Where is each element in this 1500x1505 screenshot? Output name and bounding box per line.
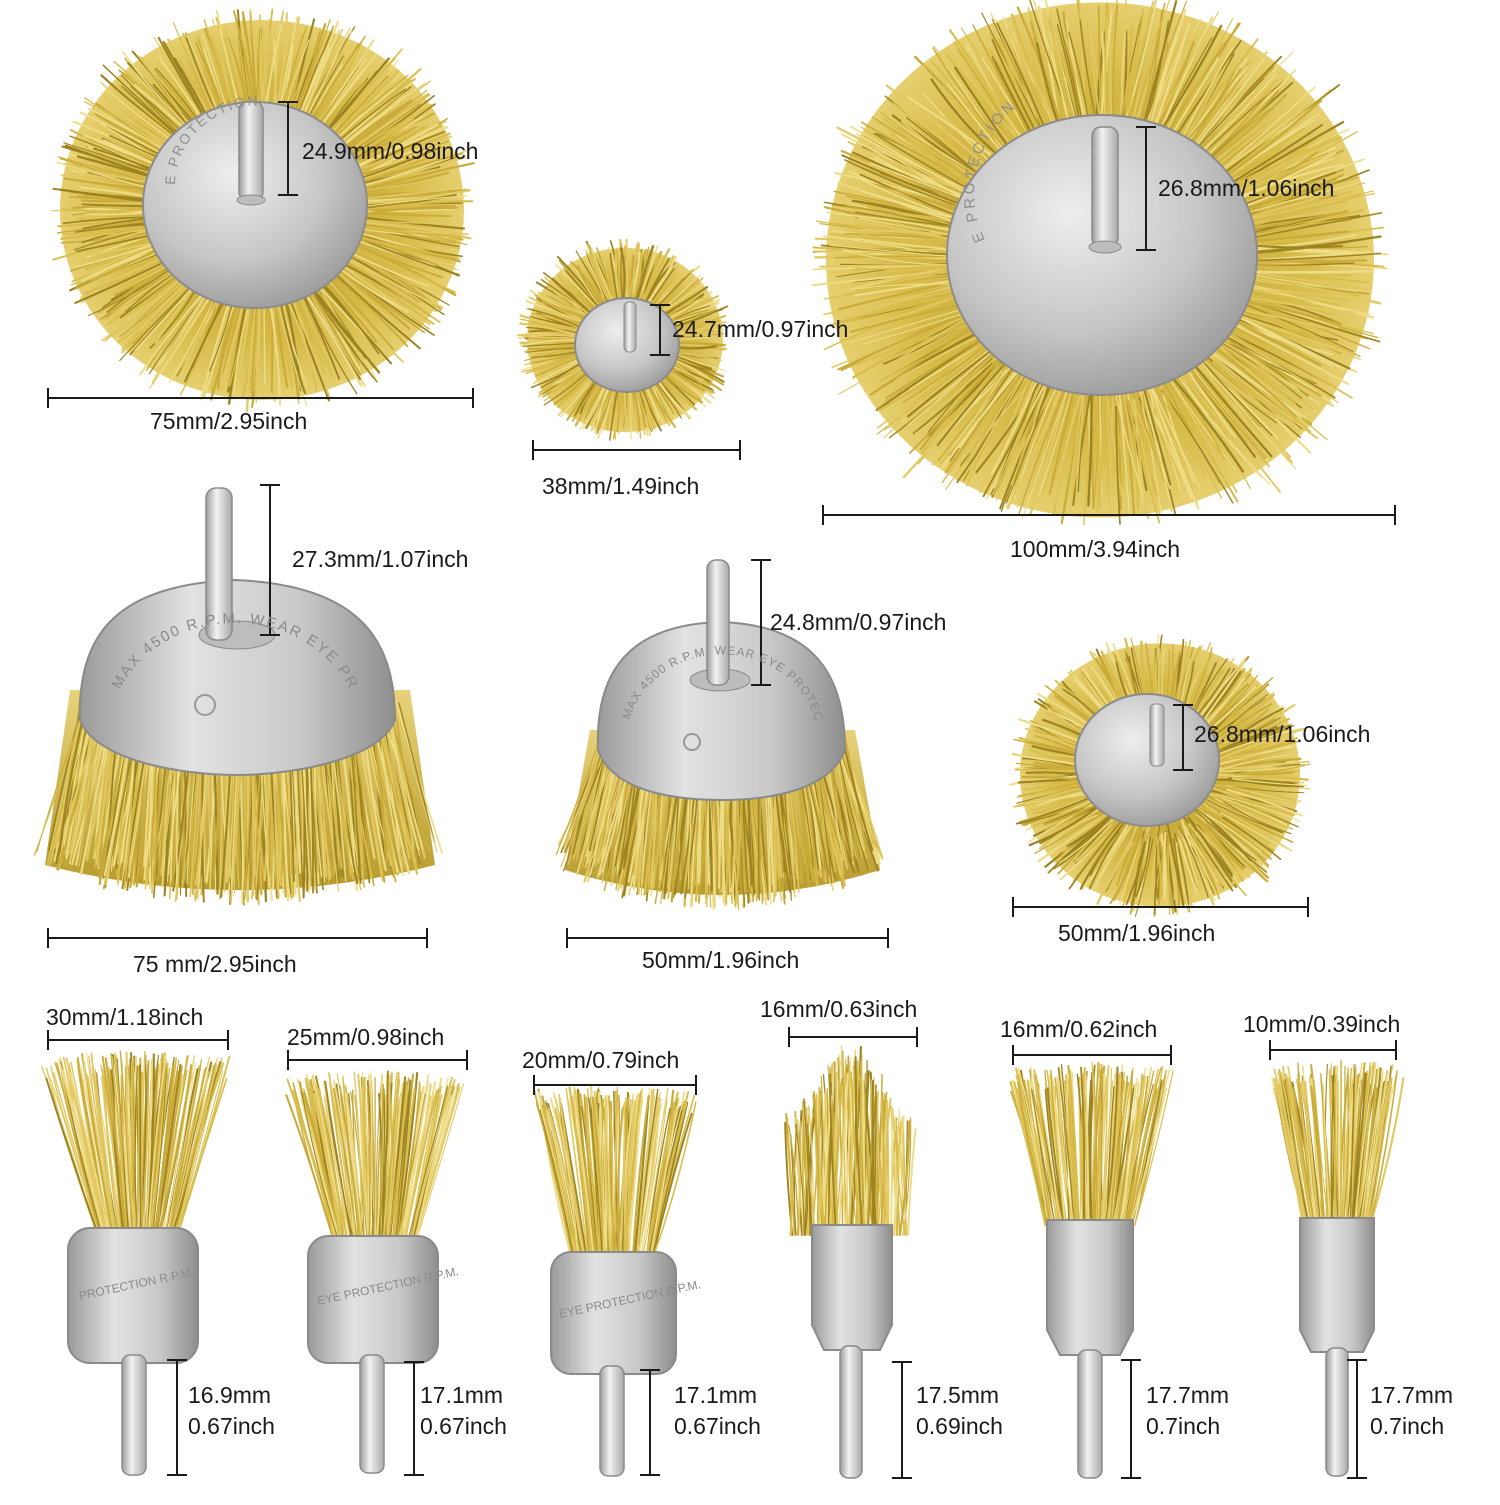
shank-label-wheel-75: 24.9mm/0.98inch: [302, 138, 479, 164]
end-brush-25: [285, 1070, 465, 1474]
shank-line-cup-75: [260, 484, 280, 636]
diameter-label-wheel-50: 50mm/1.96inch: [1058, 920, 1216, 946]
wheel-brush-38: [516, 238, 729, 441]
shank-label-cup-75: 27.3mm/1.07inch: [292, 546, 469, 572]
diameter-label-end-20: 20mm/0.79inch: [522, 1047, 680, 1073]
end-brush-shaft: [599, 1365, 625, 1477]
wire-bristles: [784, 1044, 917, 1237]
shank-line-end-10: [1347, 1359, 1367, 1479]
shank-line-end-20: [640, 1369, 660, 1476]
shank-line-end-16: [1121, 1359, 1141, 1479]
dimension-line-end-16: [1012, 1045, 1172, 1065]
wire-bristles: [534, 1085, 697, 1257]
end-brush-shaft: [839, 1345, 863, 1479]
shank-label-wheel-38: 24.7mm/0.97inch: [672, 316, 849, 342]
diameter-label-end-16-pointed: 16mm/0.63inch: [760, 996, 918, 1022]
shank-line-cup-50: [751, 559, 771, 686]
end-brush-shaft: [121, 1354, 147, 1476]
wheel-brush-100: [811, 0, 1389, 526]
diameter-label-end-30: 30mm/1.18inch: [46, 1004, 204, 1030]
end-brush-shaft: [1325, 1347, 1349, 1477]
shank-inch-end-20: 0.67inch: [674, 1413, 761, 1439]
diameter-label-end-16: 16mm/0.62inch: [1000, 1016, 1158, 1042]
end-brush-20: [534, 1085, 697, 1477]
dimension-line-end-30: [47, 1030, 229, 1050]
shank-label-wheel-100: 26.8mm/1.06inch: [1158, 175, 1335, 201]
end-brush-body: [811, 1224, 893, 1351]
shank-line-end-16-pointed: [892, 1361, 912, 1479]
wire-bristles: [1009, 1061, 1174, 1227]
diameter-label-wheel-100: 100mm/3.94inch: [1010, 536, 1181, 562]
end-brush-10: [1271, 1060, 1405, 1477]
end-brush-body: [1299, 1217, 1375, 1353]
cup-brush-50: [555, 559, 884, 911]
shank-line-end-25: [404, 1361, 424, 1476]
shank-line-wheel-38: [650, 304, 670, 356]
shank-inch-end-16: 0.7inch: [1146, 1413, 1221, 1439]
shank-label-end-25: 17.1mm 0.67inch: [420, 1380, 507, 1442]
dimension-line-end-16-pointed: [788, 1027, 918, 1047]
shank-label-cup-50: 24.8mm/0.97inch: [770, 609, 947, 635]
wheel-shaft: [1091, 126, 1119, 248]
dimension-line-wheel-50: [1012, 897, 1309, 917]
end-brush-shaft: [359, 1354, 385, 1474]
wheel-shaft: [238, 101, 264, 201]
shank-line-wheel-50: [1173, 704, 1193, 771]
shank-mm-end-20: 17.1mm: [674, 1382, 758, 1408]
end-brush-16: [1009, 1061, 1174, 1479]
shank-mm-end-10: 17.7mm: [1370, 1382, 1454, 1408]
shank-inch-end-25: 0.67inch: [420, 1413, 507, 1439]
wheel-hub: [946, 114, 1258, 396]
end-brush-body: [1046, 1219, 1134, 1356]
diameter-label-end-10: 10mm/0.39inch: [1243, 1011, 1401, 1037]
shank-line-end-30: [167, 1359, 187, 1476]
shank-label-end-20: 17.1mm 0.67inch: [674, 1380, 761, 1442]
shank-line-wheel-75: [278, 101, 298, 196]
dimension-line-cup-50: [566, 928, 889, 948]
dimension-line-end-25: [287, 1050, 468, 1070]
shank-label-end-16-pointed: 17.5mm 0.69inch: [916, 1380, 1003, 1442]
wheel-hub: [1074, 693, 1220, 827]
cup-body: [596, 620, 847, 802]
shank-inch-end-16-pointed: 0.69inch: [916, 1413, 1003, 1439]
end-brush-30: [40, 1050, 231, 1476]
shank-label-end-10: 17.7mm 0.7inch: [1370, 1380, 1453, 1442]
cup-shaft: [205, 487, 233, 641]
dimension-line-wheel-38: [532, 440, 741, 460]
diameter-label-wheel-38: 38mm/1.49inch: [542, 473, 700, 499]
shank-mm-end-16: 17.7mm: [1146, 1382, 1230, 1408]
dimension-line-wheel-100: [822, 505, 1396, 525]
dimension-line-end-10: [1269, 1040, 1397, 1060]
dimension-line-wheel-75: [47, 388, 474, 408]
wheel-shaft: [623, 301, 637, 353]
diameter-label-cup-50: 50mm/1.96inch: [642, 947, 800, 973]
diameter-label-wheel-75: 75mm/2.95inch: [150, 408, 308, 434]
diameter-label-end-25: 25mm/0.98inch: [287, 1024, 445, 1050]
dimension-line-cup-75: [47, 928, 428, 948]
dimension-line-end-20: [533, 1075, 697, 1095]
shank-label-end-30: 16.9mm 0.67inch: [188, 1380, 275, 1442]
wire-bristles: [40, 1050, 231, 1232]
end-brush-16-pointed: [784, 1044, 917, 1479]
shank-mm-end-30: 16.9mm: [188, 1382, 272, 1408]
cup-body: [78, 578, 397, 777]
shank-label-wheel-50: 26.8mm/1.06inch: [1194, 721, 1371, 747]
shank-inch-end-30: 0.67inch: [188, 1413, 275, 1439]
shank-line-wheel-100: [1136, 126, 1156, 251]
shank-label-end-16: 17.7mm 0.7inch: [1146, 1380, 1229, 1442]
cup-shaft: [706, 559, 730, 686]
shank-inch-end-10: 0.7inch: [1370, 1413, 1445, 1439]
wheel-brush-50: [1008, 634, 1311, 917]
cup-brush-75: [33, 487, 443, 906]
shank-mm-end-25: 17.1mm: [420, 1382, 504, 1408]
wheel-brush-75: [50, 8, 475, 413]
shank-mm-end-16-pointed: 17.5mm: [916, 1382, 1000, 1408]
wire-bristles: [285, 1070, 465, 1242]
wire-bristles: [1271, 1060, 1405, 1224]
wheel-shaft: [1149, 703, 1165, 767]
end-brush-shaft: [1077, 1349, 1103, 1479]
diameter-label-cup-75: 75 mm/2.95inch: [133, 951, 297, 977]
